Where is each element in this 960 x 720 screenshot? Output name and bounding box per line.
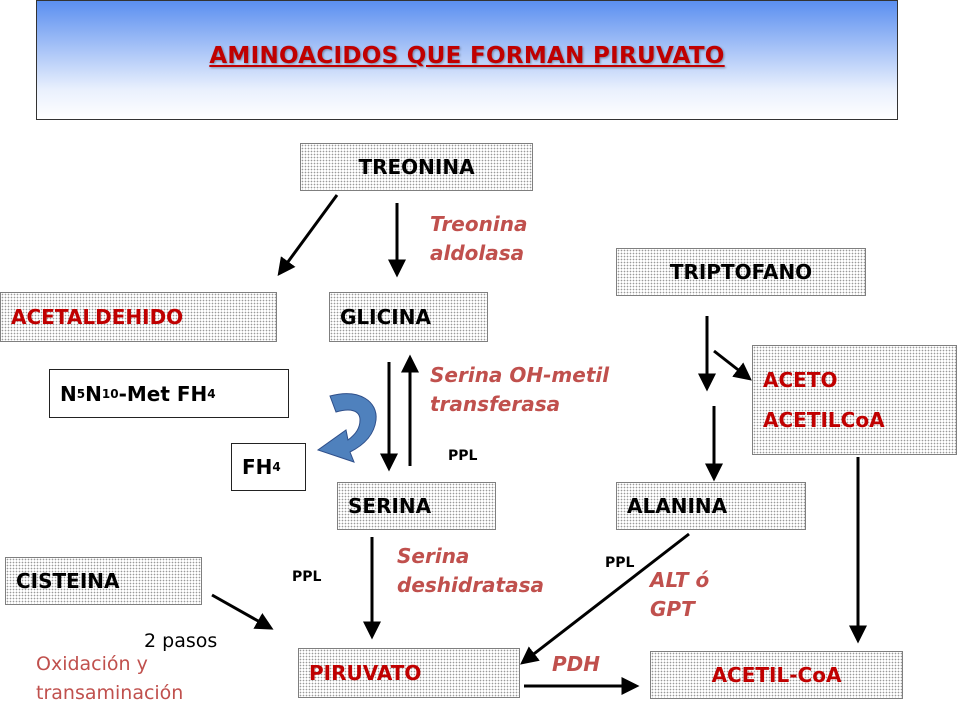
enzyme-pdh: PDH [552, 652, 600, 676]
enzyme-line: Serina OH-metil [430, 363, 610, 387]
enzyme-line: ALT ó [650, 568, 710, 592]
node-aceto-acetilcoa: ACETO ACETILCoA [752, 345, 957, 455]
node-piruvato: PIRUVATO [298, 648, 520, 698]
acetilcoa-label: ACETILCoA [763, 408, 885, 432]
methyl-n1: N [60, 381, 77, 406]
node-alanina: ALANINA [616, 482, 806, 530]
arrow-cisteina-piruvato [211, 593, 274, 630]
arrow-triptofano-aceto [713, 349, 752, 381]
arrow-alanina-piruvato [520, 532, 690, 665]
ppl-label-alanina: PPL [605, 555, 635, 571]
enzyme-line: aldolasa [430, 241, 525, 265]
methyl-n2: N [85, 381, 102, 406]
node-acetaldehido: ACETALDEHIDO [0, 292, 277, 342]
ppl-label-serina: PPL [292, 569, 322, 585]
node-treonina: TREONINA [300, 143, 533, 191]
arrow-treonina-acetaldehido [277, 194, 339, 277]
note-oxidacion: Oxidación y transaminación [36, 650, 183, 707]
note-two-steps: 2 pasos [144, 630, 218, 652]
enzyme-serina-ohmetil: Serina OH-metil transferasa [430, 361, 609, 419]
enzyme-line: deshidratasa [397, 573, 545, 597]
node-cisteina: CISTEINA [5, 557, 202, 605]
methyl-rest: -Met FH [118, 381, 208, 406]
enzyme-line: GPT [650, 597, 695, 621]
enzyme-alt-gpt: ALT ó GPT [650, 566, 709, 624]
title-banner: AMINOACIDOS QUE FORMAN PIRUVATO [36, 0, 898, 120]
node-glicina: GLICINA [329, 292, 488, 342]
aceto-label: ACETO [763, 368, 838, 392]
node-serina: SERINA [337, 482, 496, 530]
fh4-main: FH [242, 455, 273, 479]
node-triptofano: TRIPTOFANO [616, 248, 866, 296]
enzyme-treonina-aldolasa: Treonina aldolasa [430, 210, 527, 268]
enzyme-serina-deshidratasa: Serina deshidratasa [397, 542, 544, 600]
enzyme-line: transferasa [430, 392, 561, 416]
note-line: transaminación [36, 681, 184, 704]
page-title: AMINOACIDOS QUE FORMAN PIRUVATO [209, 43, 725, 69]
enzyme-line: Treonina [430, 212, 528, 236]
ppl-label-glicina: PPL [448, 448, 478, 464]
enzyme-line: Serina [397, 544, 470, 568]
node-acetil-coa: ACETIL-CoA [650, 651, 903, 699]
note-line: Oxidación y [36, 653, 148, 675]
curved-cofactor-arrow [316, 393, 377, 463]
